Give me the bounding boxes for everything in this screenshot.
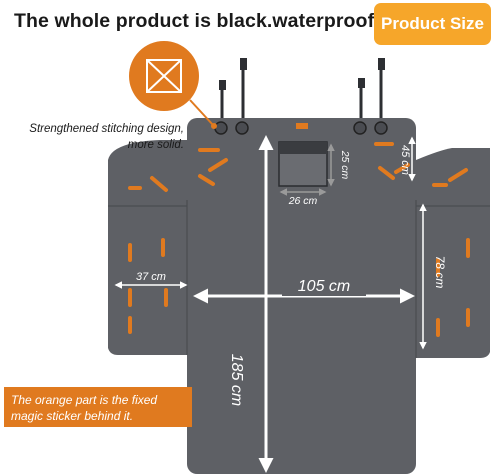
length-label: 185 cm: [228, 354, 245, 406]
velcro-marks: [128, 142, 470, 337]
width-label: 105 cm: [298, 278, 350, 295]
pocket-height-label: 25 cm: [339, 150, 351, 180]
flap-width-label: 37 cm: [136, 271, 166, 283]
stitch-cross-icon: [129, 41, 217, 129]
product-size-badge: Product Size: [374, 3, 491, 45]
right-side-flap: [416, 148, 490, 358]
velcro-callout: The orange part is the fixed magic stick…: [4, 387, 192, 427]
stitching-note: Strengthened stitching design, more soli…: [29, 123, 184, 151]
side-height-label: 78 cm: [433, 256, 447, 289]
strap-buckles: [219, 58, 385, 90]
left-side-flap: [108, 140, 187, 355]
top-height-label: 45 cm: [399, 145, 411, 175]
pocket-width-label: 26 cm: [288, 195, 318, 207]
headline: The whole product is black.waterproof.: [14, 10, 380, 32]
